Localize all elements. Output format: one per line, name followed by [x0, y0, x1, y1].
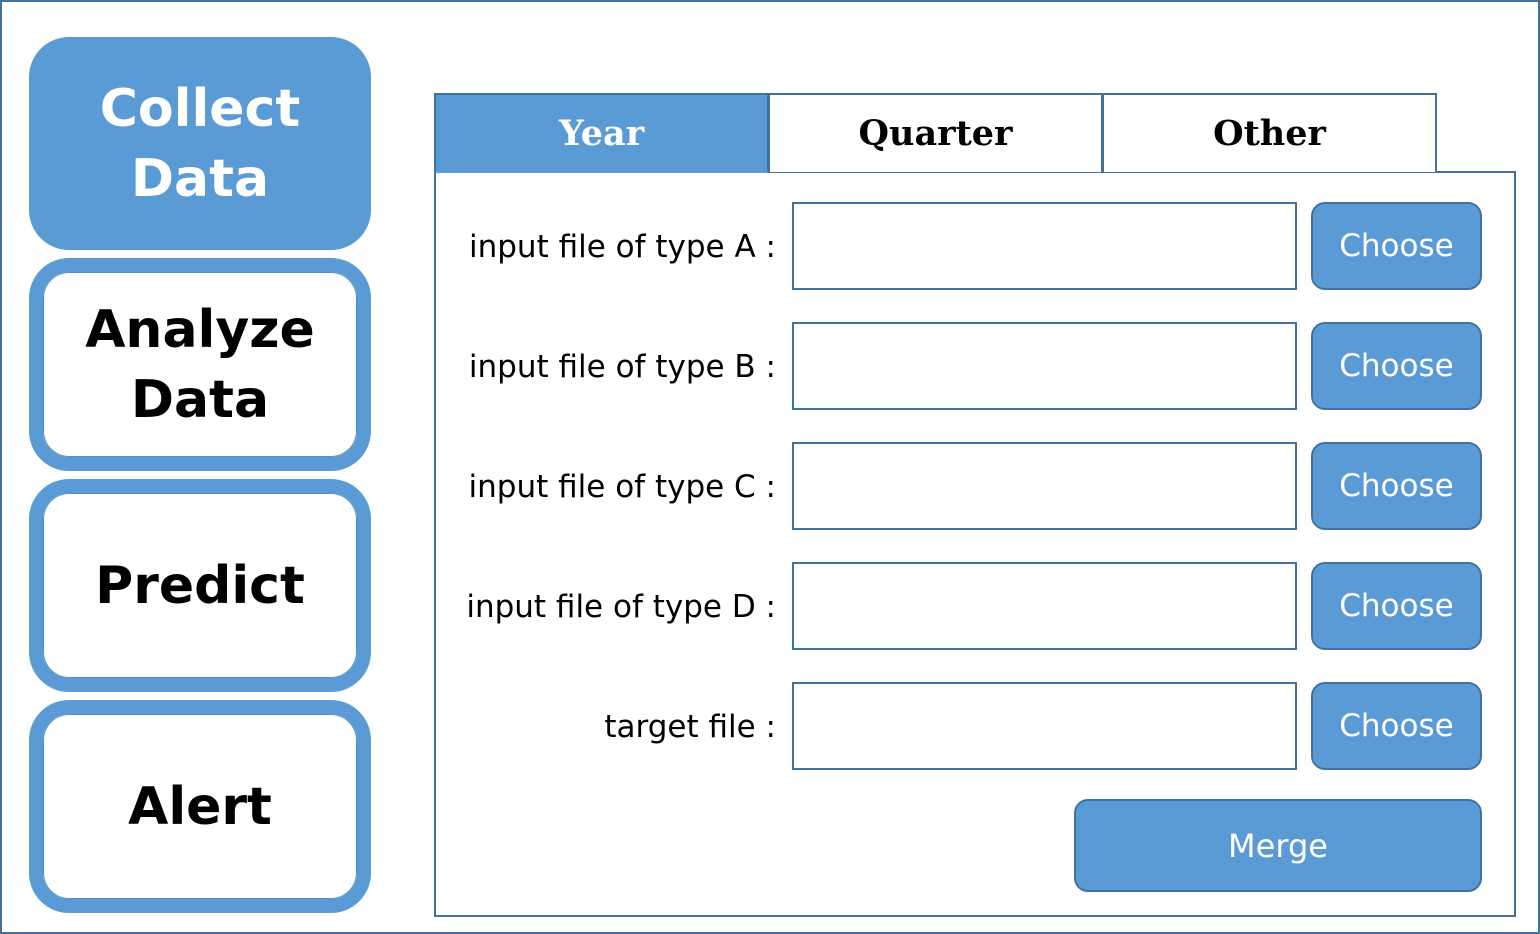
- choose-type-c-button[interactable]: Choose: [1311, 442, 1482, 530]
- choose-type-d-button[interactable]: Choose: [1311, 562, 1482, 650]
- choose-target-file-button[interactable]: Choose: [1311, 682, 1482, 770]
- tab-other[interactable]: Other: [1102, 93, 1437, 172]
- nav-alert-button[interactable]: Alert: [29, 700, 371, 913]
- content-panel: [434, 171, 1516, 917]
- choose-type-b-button[interactable]: Choose: [1311, 322, 1482, 410]
- input-type-a-field[interactable]: [792, 202, 1297, 290]
- input-type-b-label: input file of type B :: [468, 349, 776, 385]
- tab-year[interactable]: Year: [434, 93, 769, 173]
- input-type-d-label: input file of type D :: [466, 589, 776, 625]
- input-type-d-field[interactable]: [792, 562, 1297, 650]
- target-file-label: target file :: [604, 709, 776, 745]
- merge-button[interactable]: Merge: [1074, 799, 1482, 892]
- target-file-field[interactable]: [792, 682, 1297, 770]
- choose-type-a-button[interactable]: Choose: [1311, 202, 1482, 290]
- tab-quarter-label: Quarter: [858, 113, 1013, 154]
- tab-year-label: Year: [558, 112, 645, 154]
- input-type-a-label: input file of type A :: [468, 229, 776, 265]
- nav-analyze-data-label: Analyze Data: [85, 299, 315, 430]
- input-type-b-field[interactable]: [792, 322, 1297, 410]
- nav-predict-label: Predict: [95, 555, 305, 616]
- input-type-c-label: input file of type C :: [468, 469, 776, 505]
- nav-predict-button[interactable]: Predict: [29, 479, 371, 692]
- nav-collect-data-label: Collect Data: [99, 78, 301, 209]
- nav-collect-data-button[interactable]: Collect Data: [29, 37, 371, 250]
- nav-alert-label: Alert: [128, 776, 272, 837]
- tab-other-label: Other: [1213, 113, 1326, 154]
- nav-analyze-data-button[interactable]: Analyze Data: [29, 258, 371, 471]
- tab-quarter[interactable]: Quarter: [768, 93, 1103, 172]
- input-type-c-field[interactable]: [792, 442, 1297, 530]
